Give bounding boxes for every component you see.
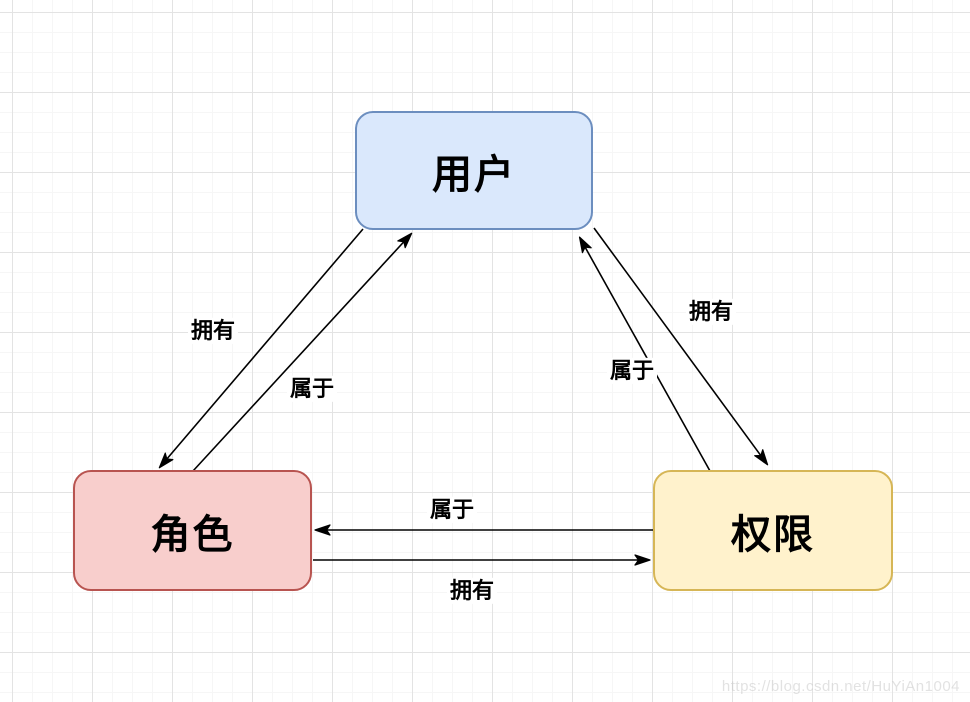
node-permission-label: 权限: [731, 512, 815, 557]
edge-label-user-owns-permission: 拥有: [685, 298, 737, 326]
edge-permission-belongsto-user: [578, 236, 711, 472]
edge-label-permission-belongsto-user: 属于: [606, 357, 658, 385]
edge-user-owns-permission: [593, 227, 769, 466]
edge-label-user-owns-role: 拥有: [187, 317, 239, 345]
node-user: 用户: [355, 111, 593, 230]
node-user-label: 用户: [432, 152, 516, 197]
edge-label-role-belongsto-user: 属于: [286, 375, 338, 403]
edge-role-belongsto-user: [192, 232, 413, 472]
watermark: https://blog.csdn.net/HuYiAn1004: [721, 678, 960, 695]
node-permission: 权限: [653, 470, 893, 591]
node-role-label: 角色: [150, 512, 235, 557]
edge-user-owns-role: [158, 228, 364, 469]
edge-label-permission-belongsto-role: 属于: [426, 496, 478, 524]
node-role: 角色: [73, 470, 312, 591]
edge-label-role-owns-permission: 拥有: [446, 577, 498, 605]
